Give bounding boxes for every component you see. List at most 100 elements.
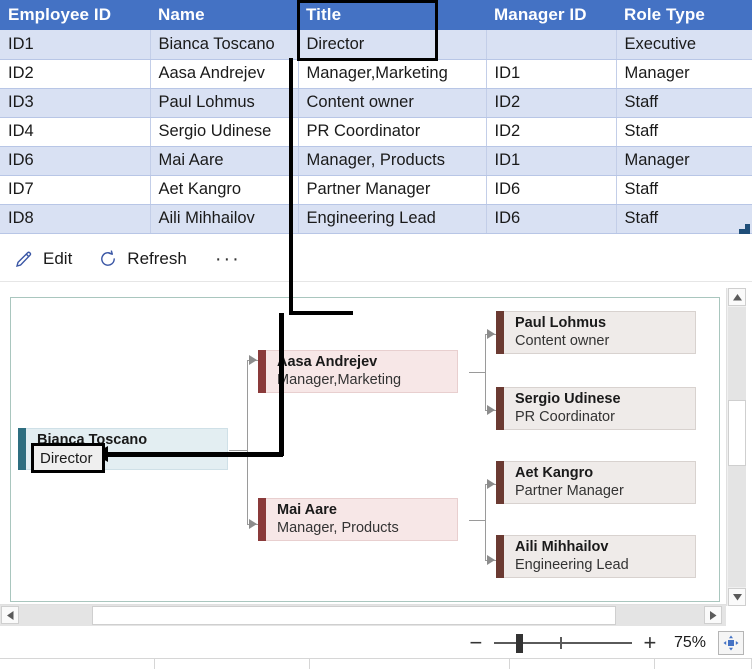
scroll-right-icon[interactable]	[704, 606, 722, 624]
scroll-up-icon[interactable]	[728, 288, 746, 306]
table-resize-handle[interactable]	[738, 224, 750, 234]
cell-name[interactable]: Mai Aare	[150, 146, 299, 176]
cell-title[interactable]: Director	[298, 30, 487, 60]
cell-employee-id[interactable]: ID7	[0, 175, 151, 205]
node-title: Engineering Lead	[515, 557, 629, 574]
more-options-button[interactable]: ···	[199, 249, 257, 269]
column-header-title[interactable]: Title	[298, 0, 486, 30]
table-row[interactable]: ID7 Aet Kangro Partner Manager ID6 Staff	[0, 175, 752, 205]
cell-role-type[interactable]: Manager	[616, 59, 752, 89]
cell-name[interactable]: Aet Kangro	[150, 175, 299, 205]
cell-title[interactable]: Manager,Marketing	[298, 59, 487, 89]
cell-employee-id[interactable]: ID1	[0, 30, 151, 60]
cell-name[interactable]: Aili Mihhailov	[150, 204, 299, 235]
horizontal-scrollbar[interactable]	[0, 604, 726, 626]
node-accent-bar	[496, 311, 504, 354]
node-title: Partner Manager	[515, 483, 624, 500]
cell-role-type[interactable]: Staff	[616, 175, 752, 205]
connector-arrow-icon	[487, 479, 495, 489]
zoom-in-button[interactable]: +	[636, 630, 664, 656]
column-header-name[interactable]: Name	[150, 0, 298, 30]
connector-line	[485, 484, 486, 560]
node-name: Aili Mihhailov	[515, 539, 609, 556]
node-accent-bar	[496, 387, 504, 430]
table-row[interactable]: ID8 Aili Mihhailov Engineering Lead ID6 …	[0, 204, 752, 235]
scroll-down-icon[interactable]	[728, 588, 746, 606]
cell-title[interactable]: Content owner	[298, 88, 487, 118]
horizontal-scrollbar-thumb[interactable]	[92, 606, 616, 625]
connector-line	[485, 334, 486, 410]
org-node-staff[interactable]: Aet Kangro Partner Manager	[496, 461, 696, 504]
cell-employee-id[interactable]: ID8	[0, 204, 151, 235]
node-title: Content owner	[515, 333, 610, 350]
cell-manager-id[interactable]: ID6	[486, 175, 617, 205]
annotation-line-segment	[289, 58, 293, 315]
table-row[interactable]: ID4 Sergio Udinese PR Coordinator ID2 St…	[0, 117, 752, 147]
scroll-left-icon[interactable]	[1, 606, 19, 624]
refresh-button[interactable]: Refresh	[84, 245, 199, 273]
cell-title[interactable]: Engineering Lead	[298, 204, 487, 235]
vertical-scrollbar[interactable]	[726, 288, 746, 606]
cell-employee-id[interactable]: ID6	[0, 146, 151, 176]
cell-role-type[interactable]: Staff	[616, 88, 752, 118]
cell-manager-id[interactable]: ID1	[486, 59, 617, 89]
org-node-staff[interactable]: Paul Lohmus Content owner	[496, 311, 696, 354]
connector-arrow-icon	[487, 329, 495, 339]
table-row[interactable]: ID3 Paul Lohmus Content owner ID2 Staff	[0, 88, 752, 118]
cell-title[interactable]: PR Coordinator	[298, 117, 487, 147]
org-node-staff[interactable]: Aili Mihhailov Engineering Lead	[496, 535, 696, 578]
bottom-grid-cell	[655, 659, 752, 669]
node-accent-bar	[496, 535, 504, 578]
org-node-manager[interactable]: Aasa Andrejev Manager,Marketing	[258, 350, 458, 393]
annotation-line-segment	[105, 452, 283, 457]
org-node-staff[interactable]: Sergio Udinese PR Coordinator	[496, 387, 696, 430]
table-row[interactable]: ID6 Mai Aare Manager, Products ID1 Manag…	[0, 146, 752, 176]
cell-manager-id[interactable]: ID2	[486, 117, 617, 147]
edit-button[interactable]: Edit	[0, 245, 84, 273]
annotation-line-segment	[279, 313, 284, 456]
node-title: PR Coordinator	[515, 409, 615, 426]
node-accent-bar	[18, 428, 26, 470]
connector-arrow-icon	[249, 355, 257, 365]
cell-employee-id[interactable]: ID2	[0, 59, 151, 89]
chart-toolbar: Edit Refresh ···	[0, 236, 752, 282]
zoom-out-button[interactable]: −	[462, 630, 490, 656]
zoom-level-label: 75%	[673, 634, 706, 651]
table-row[interactable]: ID1 Bianca Toscano Director Executive	[0, 30, 752, 60]
cell-role-type[interactable]: Executive	[616, 30, 752, 60]
table-row[interactable]: ID2 Aasa Andrejev Manager,Marketing ID1 …	[0, 59, 752, 89]
cell-manager-id[interactable]	[486, 30, 617, 60]
bottom-grid-cell	[155, 659, 310, 669]
pencil-icon	[14, 249, 34, 269]
cell-role-type[interactable]: Manager	[616, 146, 752, 176]
cell-title[interactable]: Manager, Products	[298, 146, 487, 176]
cell-name[interactable]: Bianca Toscano	[150, 30, 299, 60]
zoom-slider-handle[interactable]	[515, 634, 523, 653]
connector-line	[229, 450, 247, 451]
zoom-slider-tick	[559, 637, 562, 649]
cell-title[interactable]: Partner Manager	[298, 175, 487, 205]
column-header-employee-id[interactable]: Employee ID	[0, 0, 150, 30]
connector-arrow-icon	[487, 405, 495, 415]
fit-to-page-icon[interactable]	[718, 631, 744, 655]
refresh-button-label: Refresh	[127, 248, 187, 268]
vertical-scrollbar-thumb[interactable]	[728, 400, 746, 466]
cell-role-type[interactable]: Staff	[616, 117, 752, 147]
cell-employee-id[interactable]: ID4	[0, 117, 151, 147]
cell-role-type[interactable]: Staff	[616, 204, 752, 235]
cell-employee-id[interactable]: ID3	[0, 88, 151, 118]
cell-name[interactable]: Aasa Andrejev	[150, 59, 299, 89]
cell-manager-id[interactable]: ID2	[486, 88, 617, 118]
zoom-slider[interactable]	[493, 630, 632, 656]
cell-manager-id[interactable]: ID6	[486, 204, 617, 235]
cell-name[interactable]: Paul Lohmus	[150, 88, 299, 118]
cell-name[interactable]: Sergio Udinese	[150, 117, 299, 147]
bottom-grid-cell	[510, 659, 655, 669]
column-header-manager-id[interactable]: Manager ID	[486, 0, 616, 30]
annotation-line-segment	[289, 311, 353, 315]
cell-manager-id[interactable]: ID1	[486, 146, 617, 176]
org-node-manager[interactable]: Mai Aare Manager, Products	[258, 498, 458, 541]
column-header-role-type[interactable]: Role Type	[616, 0, 752, 30]
zoom-controls: − + 75%	[0, 628, 752, 658]
node-accent-bar	[496, 461, 504, 504]
